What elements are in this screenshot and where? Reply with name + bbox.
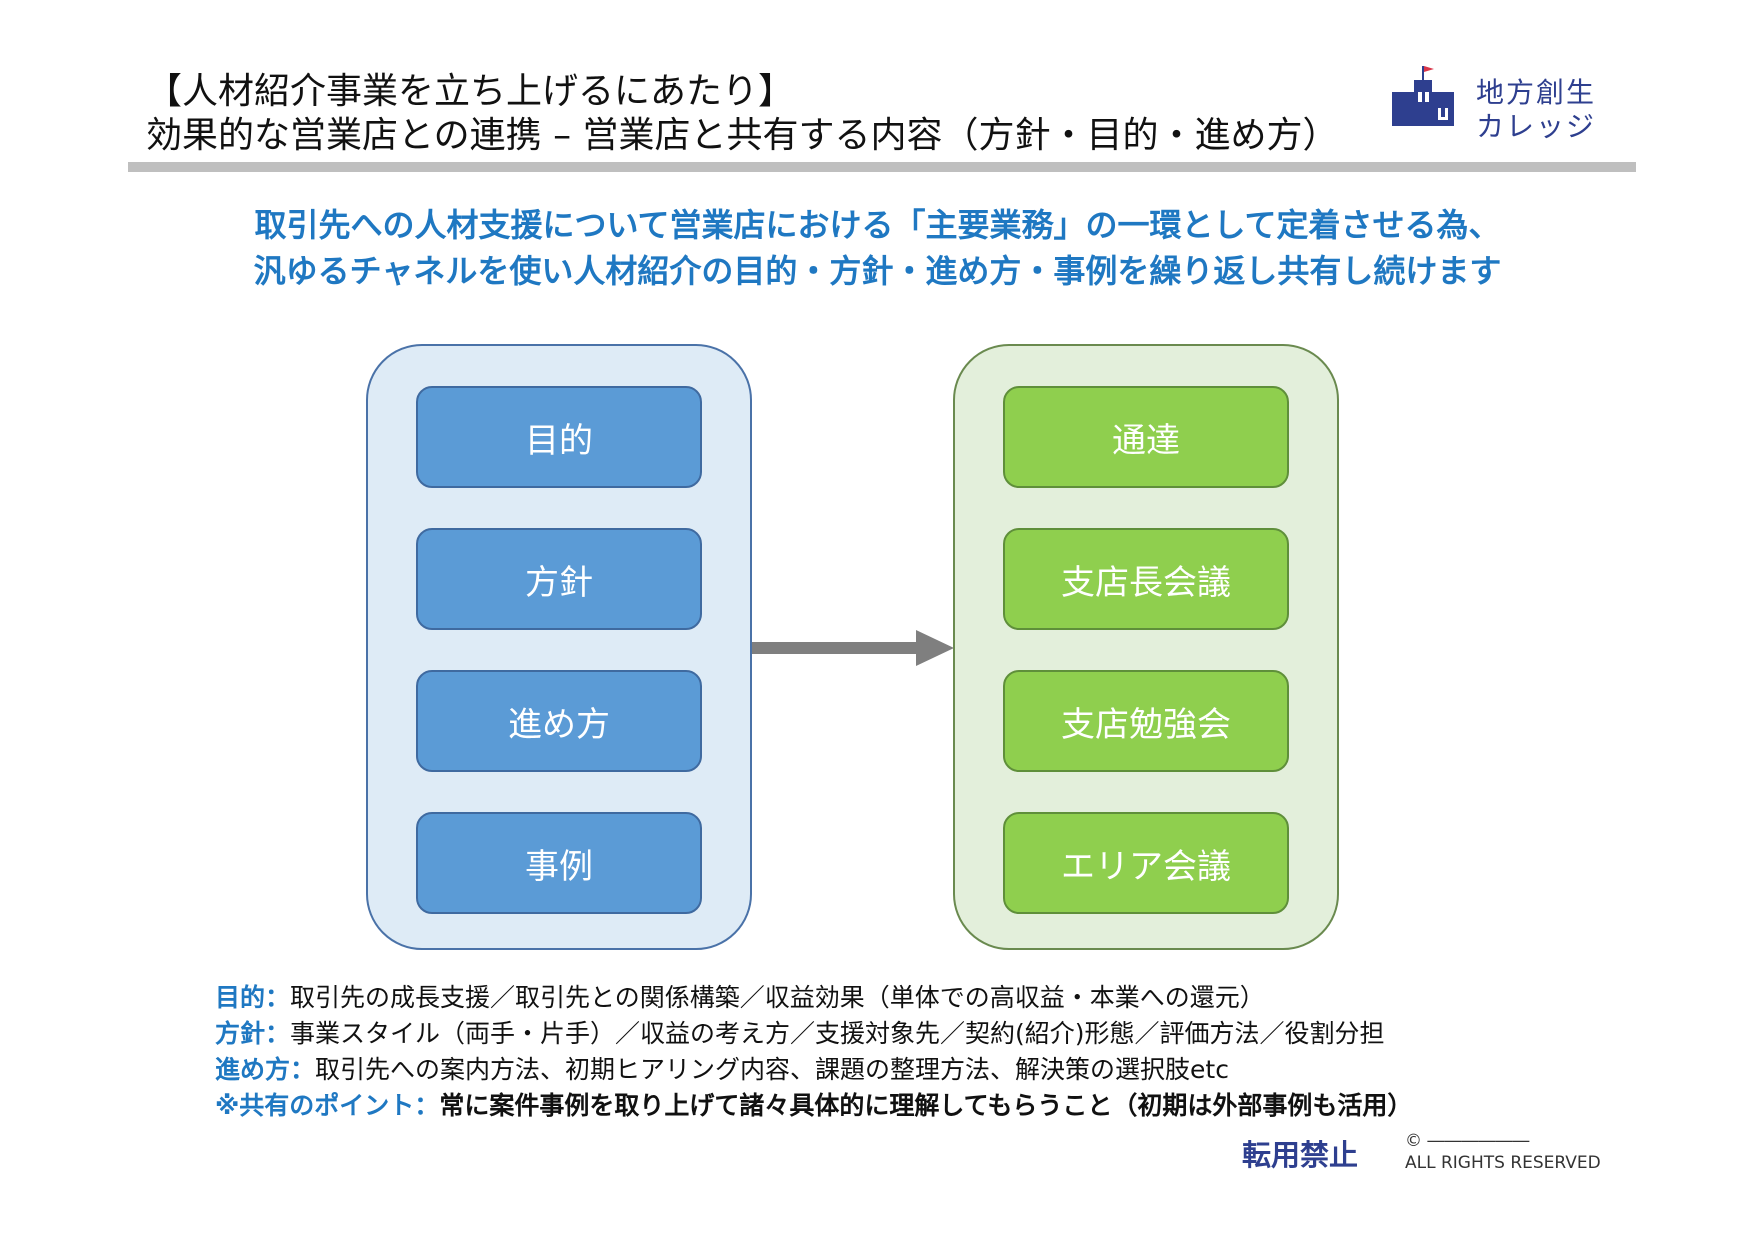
note-text: 取引先の成長支援／取引先との関係構築／収益効果（単体での高収益・本業への還元） <box>290 983 1265 1012</box>
content-item-label: 進め方 <box>508 704 610 745</box>
note-row: ※共有のポイント：常に案件事例を取り上げて諸々具体的に理解してもらうこと（初期は… <box>215 1088 1615 1124</box>
channel-panel: 通達 支店長会議 支店勉強会 エリア会議 <box>953 344 1339 950</box>
logo-line2: カレッジ <box>1476 110 1597 143</box>
page-title: 【人材紹介事業を立ち上げるにあたり】 効果的な営業店との連携 – 営業店と共有す… <box>146 70 1396 158</box>
channel-item-area-meeting: エリア会議 <box>1003 812 1289 914</box>
content-item-label: 事例 <box>525 846 593 887</box>
content-item-label: 目的 <box>525 420 593 461</box>
note-text: 事業スタイル（両手・片手）／収益の考え方／支援対象先／契約(紹介)形態／評価方法… <box>290 1019 1385 1048</box>
channel-item-notice: 通達 <box>1003 386 1289 488</box>
note-text: 常に案件事例を取り上げて諸々具体的に理解してもらうこと（初期は外部事例も活用） <box>439 1091 1413 1120</box>
notes: 目的：取引先の成長支援／取引先との関係構築／収益効果（単体での高収益・本業への還… <box>215 980 1615 1124</box>
note-label: 進め方： <box>215 1055 316 1084</box>
title-divider <box>128 162 1636 172</box>
content-panel: 目的 方針 進め方 事例 <box>366 344 752 950</box>
building-icon <box>1392 66 1454 126</box>
note-label: ※共有のポイント： <box>215 1091 440 1120</box>
rights-reserved: ALL RIGHTS RESERVED <box>1405 1153 1601 1173</box>
note-label: 方針： <box>215 1019 291 1048</box>
page-title-line1: 【人材紹介事業を立ち上げるにあたり】 <box>146 71 795 112</box>
note-text: 取引先への案内方法、初期ヒアリング内容、課題の整理方法、解決策の選択肢etc <box>315 1055 1229 1084</box>
arrow-right-icon <box>752 630 954 666</box>
note-label: 目的： <box>215 983 291 1012</box>
content-item-policy: 方針 <box>416 528 702 630</box>
headline-line1: 取引先への人材支援について営業店における「主要業務」の一環として定着させる為、 <box>254 206 1501 244</box>
content-item-label: 方針 <box>525 562 593 603</box>
headline: 取引先への人材支援について営業店における「主要業務」の一環として定着させる為、 … <box>0 202 1755 294</box>
content-item-cases: 事例 <box>416 812 702 914</box>
logo: 地方創生 カレッジ <box>1388 62 1648 152</box>
note-row: 方針：事業スタイル（両手・片手）／収益の考え方／支援対象先／契約(紹介)形態／評… <box>215 1016 1615 1052</box>
headline-line2: 汎ゆるチャネルを使い人材紹介の目的・方針・進め方・事例を繰り返し共有し続けます <box>253 252 1502 290</box>
content-item-process: 進め方 <box>416 670 702 772</box>
logo-line1: 地方創生 <box>1476 76 1597 109</box>
channel-item-branch-study-session: 支店勉強会 <box>1003 670 1289 772</box>
note-row: 目的：取引先の成長支援／取引先との関係構築／収益効果（単体での高収益・本業への還… <box>215 980 1615 1016</box>
channel-item-label: エリア会議 <box>1061 846 1231 887</box>
note-row: 進め方：取引先への案内方法、初期ヒアリング内容、課題の整理方法、解決策の選択肢e… <box>215 1052 1615 1088</box>
channel-item-label: 支店長会議 <box>1061 562 1231 603</box>
copyright: © ―――――― ALL RIGHTS RESERVED <box>1405 1130 1601 1174</box>
page-title-line2: 効果的な営業店との連携 – 営業店と共有する内容（方針・目的・進め方） <box>146 115 1339 156</box>
copyright-line: © ―――――― <box>1405 1131 1530 1151</box>
channel-item-label: 支店勉強会 <box>1061 704 1231 745</box>
channel-item-label: 通達 <box>1112 420 1180 461</box>
no-reprint-notice: 転用禁止 <box>1242 1138 1359 1172</box>
channel-item-branch-manager-meeting: 支店長会議 <box>1003 528 1289 630</box>
logo-text: 地方創生 カレッジ <box>1476 76 1596 144</box>
content-item-purpose: 目的 <box>416 386 702 488</box>
